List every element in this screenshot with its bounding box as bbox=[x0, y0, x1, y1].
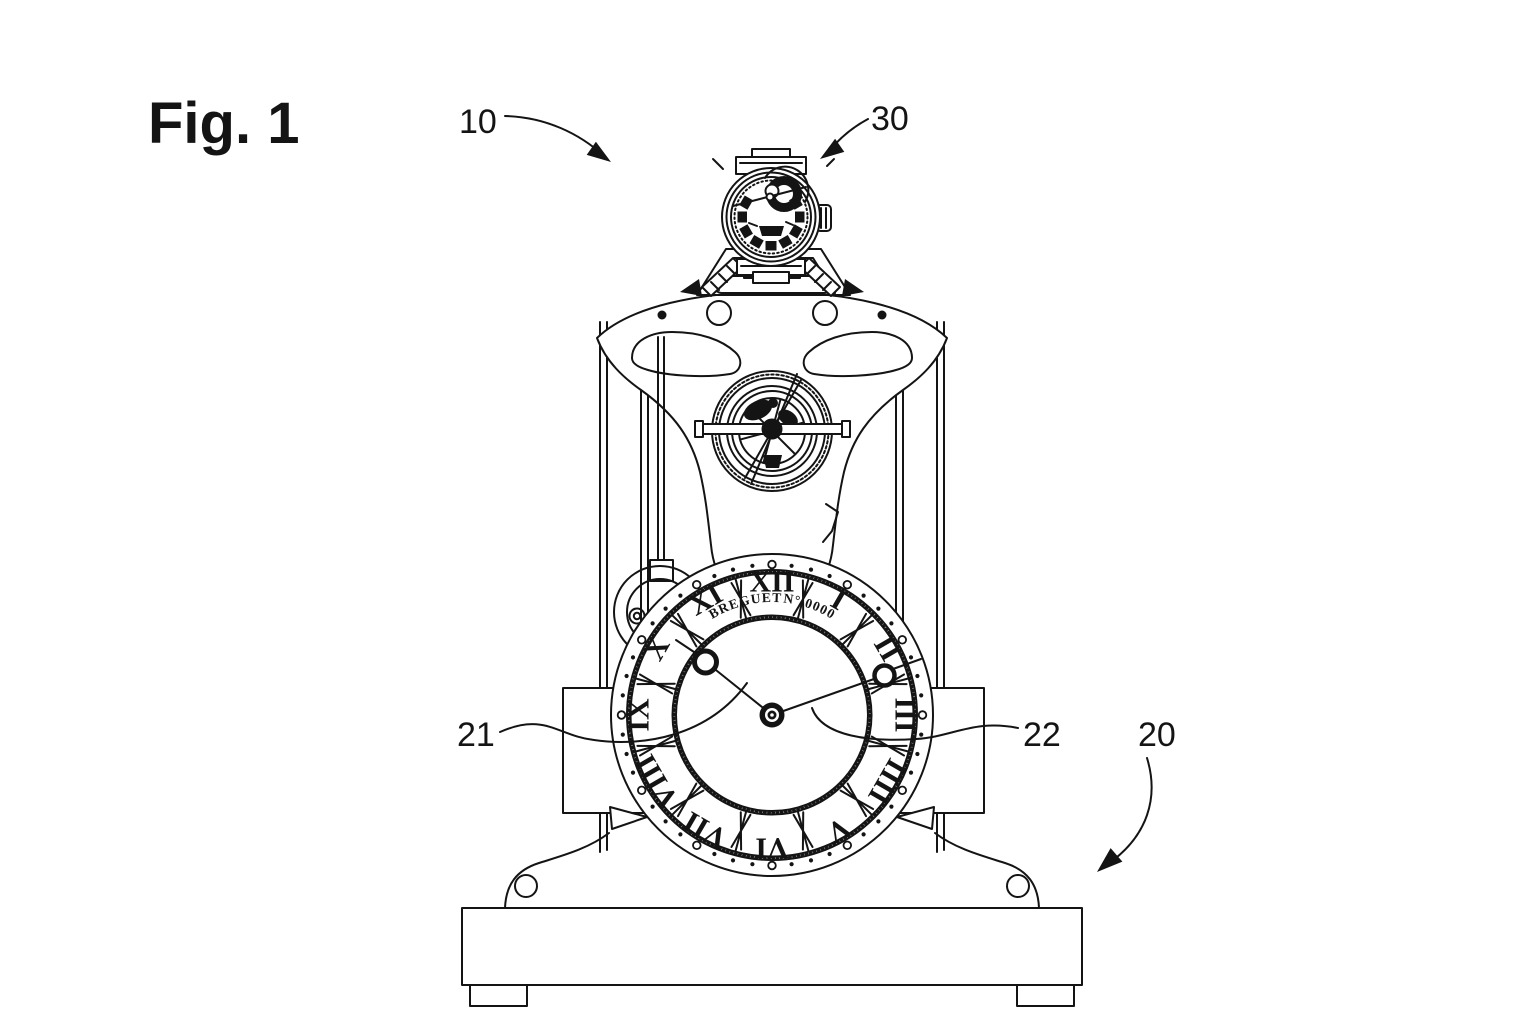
base-foot-left bbox=[469, 984, 528, 1007]
dial-numeral: XII bbox=[749, 566, 794, 599]
plate-detail bbox=[822, 503, 839, 543]
dial-support-wedge-left bbox=[609, 806, 648, 830]
watch-band-top bbox=[735, 148, 807, 175]
dial-trusses bbox=[634, 577, 910, 853]
figure-label: Fig. 1 bbox=[148, 91, 299, 156]
base-plate bbox=[461, 907, 1083, 986]
plate-cutout-right bbox=[802, 331, 913, 378]
clamp-jaw-right bbox=[842, 279, 864, 296]
watch-minute-track bbox=[733, 179, 809, 255]
dial-rivet-dots bbox=[616, 559, 928, 871]
dial-beaded-ring-outer bbox=[627, 570, 917, 860]
ref-10-leader bbox=[504, 115, 605, 157]
tourbillon-bridge bbox=[694, 418, 851, 440]
ref-21-label: 21 bbox=[457, 716, 495, 754]
base-foot-right bbox=[1016, 984, 1075, 1007]
tourbillon bbox=[694, 370, 851, 492]
ref-30-label: 30 bbox=[871, 100, 909, 138]
wristwatch bbox=[701, 148, 841, 297]
main-plate bbox=[596, 291, 948, 591]
base-assembly bbox=[461, 832, 1083, 1007]
emphasis-tick-right bbox=[826, 158, 835, 167]
dial-support-wedge-right bbox=[896, 806, 935, 830]
hands-hub bbox=[759, 702, 785, 728]
watch-tourbillon-aperture bbox=[732, 165, 810, 212]
dial-numeral: IX bbox=[623, 698, 656, 732]
minute-hand bbox=[771, 658, 922, 716]
base-bracket-hole-left bbox=[514, 874, 538, 898]
plate-screw-left bbox=[657, 310, 667, 320]
ref-20-arrowhead bbox=[1097, 848, 1123, 872]
ref-20-leader bbox=[1107, 757, 1153, 865]
emphasis-tick-left bbox=[712, 158, 724, 170]
plate-cutout-left bbox=[631, 331, 742, 378]
dial-numeral: III bbox=[889, 697, 922, 732]
base-bracket-left bbox=[504, 832, 610, 909]
ref-10-label: 10 bbox=[459, 103, 497, 141]
clamp-jaw-left bbox=[680, 279, 702, 296]
watch-six-marker bbox=[759, 226, 784, 236]
ref-22-label: 22 bbox=[1023, 716, 1061, 754]
pallet-block bbox=[763, 455, 782, 468]
dial-numeral: VI bbox=[755, 832, 788, 865]
plate-hole-right bbox=[812, 300, 838, 326]
dial-beaded-ring-inner bbox=[673, 616, 871, 814]
annotations: Fig. 1 10 30 21 22 20 bbox=[148, 91, 1176, 872]
plate-hole-left bbox=[706, 300, 732, 326]
base-bracket-right bbox=[934, 832, 1040, 909]
plate-screw-right bbox=[877, 310, 887, 320]
pendulum-weight bbox=[649, 559, 674, 582]
tourbillon-hub bbox=[761, 418, 783, 440]
base-bracket-hole-right bbox=[1006, 874, 1030, 898]
ref-22-leader bbox=[811, 707, 1019, 741]
ref-10-arrowhead bbox=[586, 141, 611, 162]
ref-20-label: 20 bbox=[1138, 716, 1176, 754]
ref-30-arrowhead bbox=[820, 138, 845, 159]
ref-21-leader bbox=[499, 682, 748, 743]
